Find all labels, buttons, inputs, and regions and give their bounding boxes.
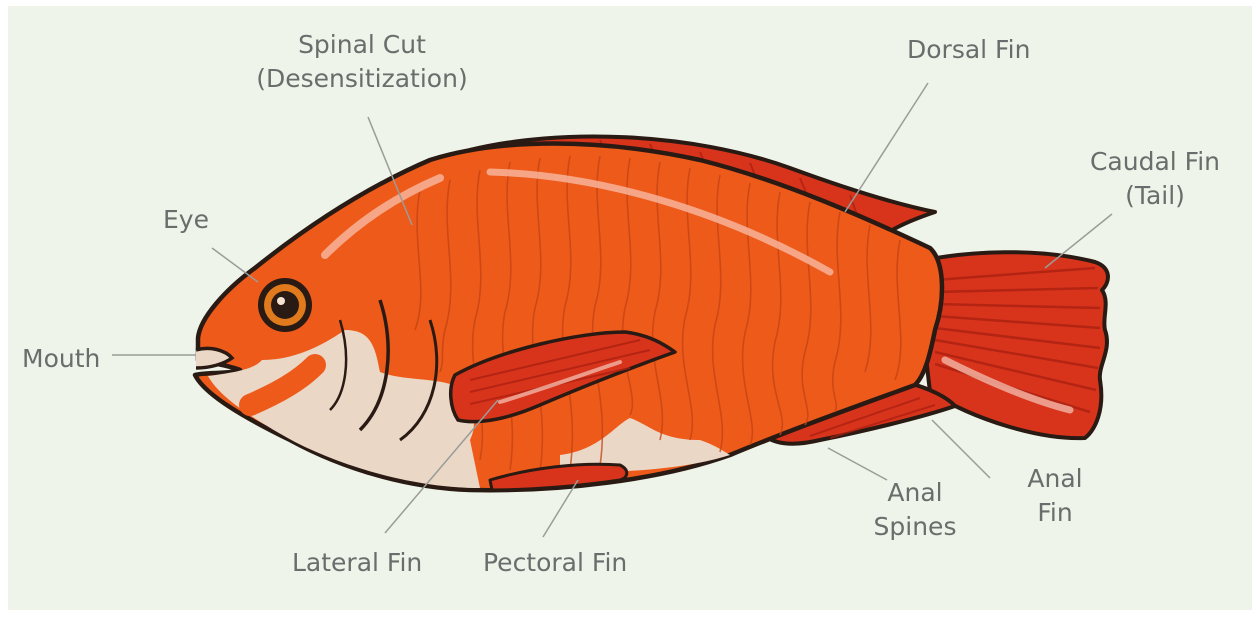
label-anal-spines: Anal Spines	[860, 476, 970, 544]
label-spinal-cut-line1: Spinal Cut	[247, 28, 477, 62]
label-anal-fin-line1: Anal	[1010, 462, 1100, 496]
label-spinal-cut-line2: (Desensitization)	[247, 62, 477, 96]
label-mouth: Mouth	[22, 342, 100, 376]
label-anal-spines-line1: Anal	[860, 476, 970, 510]
label-anal-fin: Anal Fin	[1010, 462, 1100, 530]
label-anal-spines-line2: Spines	[860, 510, 970, 544]
label-caudal-fin-line2: (Tail)	[1080, 179, 1230, 213]
label-pectoral-fin: Pectoral Fin	[483, 546, 627, 580]
label-caudal-fin: Caudal Fin (Tail)	[1080, 145, 1230, 213]
label-anal-fin-line2: Fin	[1010, 496, 1100, 530]
label-caudal-fin-line1: Caudal Fin	[1080, 145, 1230, 179]
label-eye: Eye	[163, 203, 209, 237]
label-spinal-cut: Spinal Cut (Desensitization)	[247, 28, 477, 96]
label-dorsal-fin: Dorsal Fin	[907, 33, 1030, 67]
label-lateral-fin: Lateral Fin	[292, 546, 422, 580]
eye	[258, 278, 312, 332]
